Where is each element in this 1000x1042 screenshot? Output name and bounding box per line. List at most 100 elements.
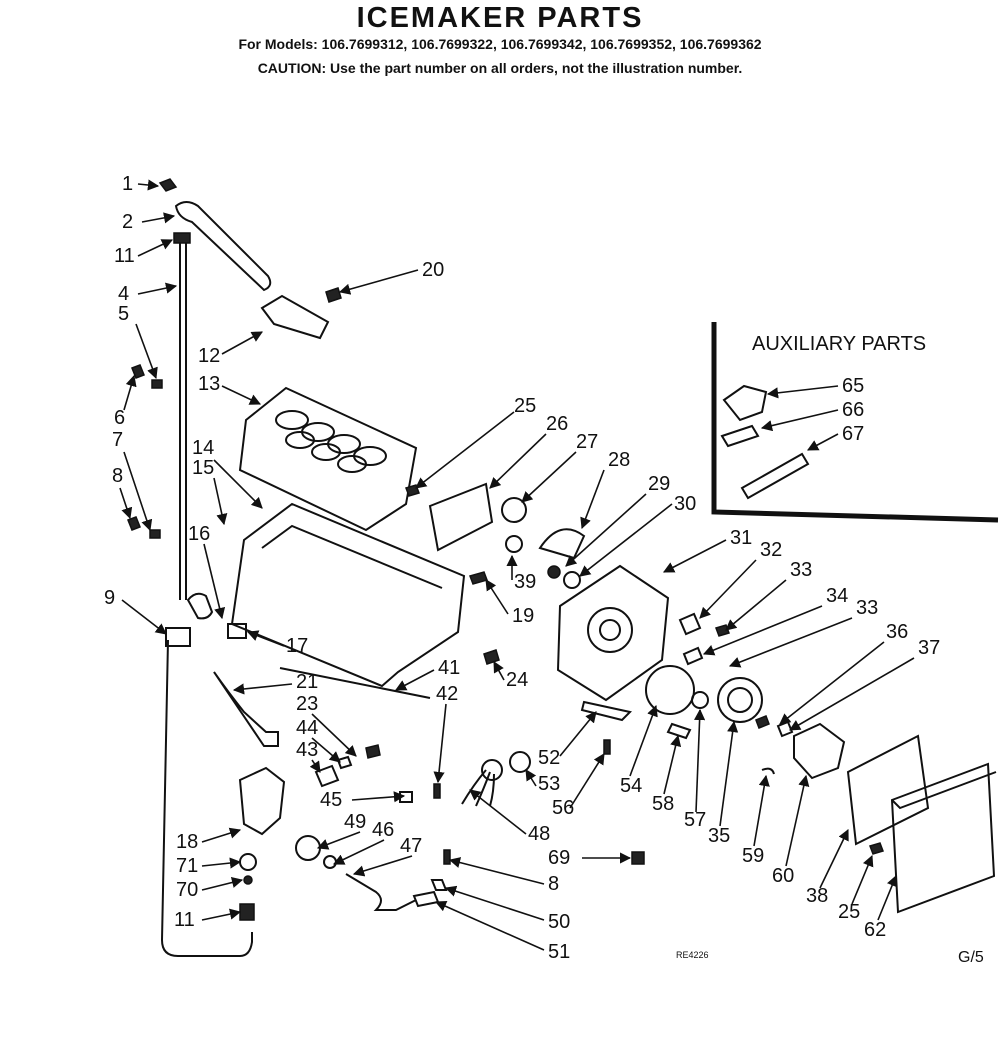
callout-label: 50 bbox=[548, 911, 570, 933]
auxiliary-parts-box: AUXILIARY PARTS 65 66 67 bbox=[711, 322, 999, 523]
part-46 bbox=[323, 855, 337, 869]
part-71 bbox=[239, 853, 257, 871]
callout-label: 51 bbox=[548, 941, 570, 963]
part-plate-26 bbox=[428, 482, 494, 552]
callout-label: 42 bbox=[436, 683, 458, 705]
part-17 bbox=[227, 623, 247, 639]
callout-label: 44 bbox=[296, 717, 318, 739]
part-disc-54 bbox=[645, 665, 695, 715]
callout-label: 6 bbox=[114, 407, 125, 429]
callout-label: 29 bbox=[648, 473, 670, 495]
callout-label: 14 bbox=[192, 437, 214, 459]
aux-valve-65 bbox=[722, 384, 768, 422]
callout-label: 36 bbox=[886, 621, 908, 643]
callout-label: 46 bbox=[372, 819, 394, 841]
part-bracket-12 bbox=[260, 294, 330, 340]
callout-label: 28 bbox=[608, 449, 630, 471]
callout-label: 9 bbox=[104, 587, 115, 609]
part-plate-38 bbox=[846, 734, 930, 846]
part-housing-14 bbox=[230, 502, 466, 688]
part-ice-mold bbox=[238, 386, 418, 532]
part-screw-33 bbox=[715, 624, 730, 637]
parts-illustration bbox=[127, 178, 997, 957]
page-title: ICEMAKER PARTS bbox=[356, 2, 644, 34]
callout-label: 53 bbox=[538, 773, 560, 795]
page-number: G/5 bbox=[958, 949, 984, 966]
callout-label: 25 bbox=[838, 901, 860, 923]
part-69 bbox=[631, 851, 645, 865]
part-tube-47 bbox=[345, 873, 417, 911]
part-51 bbox=[412, 890, 440, 908]
callout-label: 60 bbox=[772, 865, 794, 887]
part-43 bbox=[314, 764, 340, 788]
part-screw-20 bbox=[325, 287, 342, 303]
callout-label: 11 bbox=[174, 909, 195, 931]
callout-label: 11 bbox=[114, 245, 135, 267]
callout-label: 25 bbox=[514, 395, 536, 417]
callout-label: 71 bbox=[176, 855, 198, 877]
part-44 bbox=[365, 744, 381, 759]
part-motor-60 bbox=[793, 722, 846, 780]
model-numbers: For Models: 106.7699312, 106.7699322, 10… bbox=[238, 36, 762, 52]
part-valve-18 bbox=[238, 766, 286, 836]
part-57 bbox=[691, 691, 709, 709]
callout-label: 52 bbox=[538, 747, 560, 769]
callout-label: 62 bbox=[864, 919, 886, 941]
aux-label-65: 65 bbox=[842, 375, 864, 397]
part-shutoff-arm bbox=[174, 201, 272, 292]
part-screw-25b bbox=[869, 842, 884, 855]
part-spring-59 bbox=[761, 767, 775, 775]
callout-label: 48 bbox=[528, 823, 550, 845]
aux-title: AUXILIARY PARTS bbox=[752, 333, 926, 355]
part-cam-28 bbox=[538, 528, 586, 560]
callout-label: 19 bbox=[512, 605, 534, 627]
callout-label: 39 bbox=[514, 571, 536, 593]
part-screw-8b bbox=[443, 849, 451, 865]
callout-label: 5 bbox=[118, 303, 129, 325]
callout-label: 30 bbox=[674, 493, 696, 515]
caution-note: CAUTION: Use the part number on all orde… bbox=[257, 60, 743, 76]
callout-label: 8 bbox=[548, 873, 559, 895]
aux-tube-67 bbox=[740, 452, 810, 500]
callout-labels: 1 2 11 4 5 6 7 8 20 12 13 14 15 16 9 17 … bbox=[104, 173, 940, 963]
callout-label: 59 bbox=[742, 845, 764, 867]
callout-label: 41 bbox=[438, 657, 460, 679]
callout-label: 35 bbox=[708, 825, 730, 847]
part-39 bbox=[505, 535, 523, 553]
part-32 bbox=[678, 612, 702, 636]
part-45 bbox=[399, 791, 413, 803]
part-harness-21 bbox=[213, 667, 431, 747]
callout-label: 20 bbox=[422, 259, 444, 281]
part-gear-35 bbox=[717, 677, 763, 723]
part-70 bbox=[243, 875, 253, 885]
callout-label: 7 bbox=[112, 429, 123, 451]
callout-label: 4 bbox=[118, 283, 129, 305]
callout-label: 17 bbox=[286, 635, 308, 657]
callout-label: 54 bbox=[620, 775, 642, 797]
part-30 bbox=[563, 571, 581, 589]
aux-leader-67 bbox=[807, 433, 839, 451]
aux-label-67: 67 bbox=[842, 423, 864, 445]
part-housing-31 bbox=[556, 564, 670, 702]
part-blade-52 bbox=[580, 700, 633, 722]
callout-label: 38 bbox=[806, 885, 828, 907]
part-fill-tube-lower bbox=[160, 639, 253, 957]
callout-label: 34 bbox=[826, 585, 848, 607]
callout-label: 8 bbox=[112, 465, 123, 487]
drawing-code: RE4226 bbox=[676, 950, 709, 960]
part-screw-56 bbox=[603, 739, 611, 755]
callout-label: 15 bbox=[192, 457, 214, 479]
callout-label: 56 bbox=[552, 797, 574, 819]
part-53 bbox=[509, 751, 531, 773]
part-screw-6 bbox=[131, 364, 145, 379]
callout-label: 69 bbox=[548, 847, 570, 869]
callout-label: 47 bbox=[400, 835, 422, 857]
part-fitting-16 bbox=[186, 592, 214, 620]
callout-label: 32 bbox=[760, 539, 782, 561]
part-50 bbox=[430, 879, 448, 891]
part-cap-lower bbox=[239, 903, 255, 921]
part-58 bbox=[666, 722, 692, 740]
callout-label: 43 bbox=[296, 739, 318, 761]
part-cover-62 bbox=[890, 762, 997, 914]
